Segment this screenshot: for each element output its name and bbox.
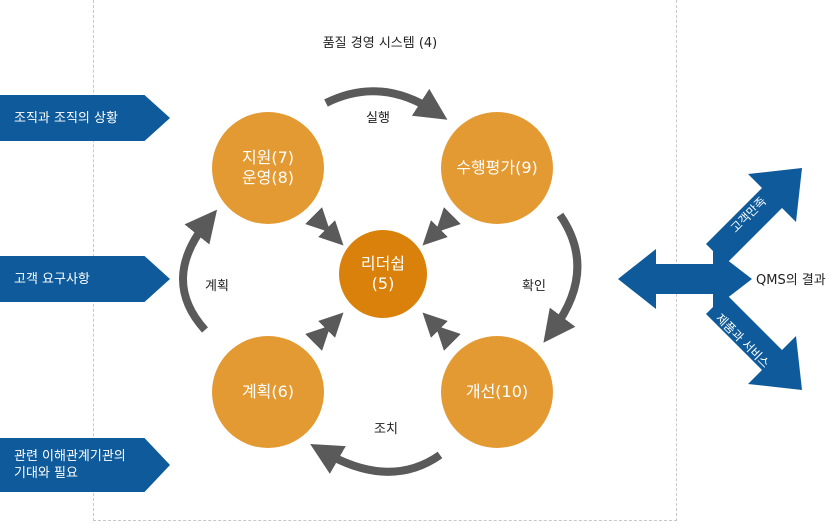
- node-leadership: 리더쉽 (5): [339, 230, 427, 318]
- link-evaluation-leadership: [422, 207, 461, 246]
- link-improvement-leadership: [422, 312, 461, 351]
- link-support-leadership: [305, 207, 344, 246]
- output-arrow-upper: [706, 168, 802, 264]
- diagram-title: 품질 경영 시스템 (4): [322, 36, 438, 51]
- cycle-arrow-bottom: [310, 444, 443, 476]
- input-customer-requirements: 고객 요구사항: [0, 256, 170, 302]
- output-arrow-lower: [706, 294, 802, 390]
- output-arrows: [618, 168, 802, 390]
- cycle-label-act: 조치: [374, 422, 398, 437]
- result-double-arrow: [618, 249, 752, 309]
- cycle-arrow-left: [179, 209, 218, 333]
- node-planning: 계획(6): [212, 336, 324, 448]
- cycle-label-do: 실행: [366, 111, 390, 126]
- input-stakeholder-needs: 관련 이해관계기관의 기대와 필요: [0, 438, 170, 492]
- node-improvement: 개선(10): [441, 336, 553, 448]
- node-performance-evaluation: 수행평가(9): [441, 112, 553, 224]
- cycle-label-check: 확인: [522, 279, 546, 294]
- qms-result-label: QMS의 결과: [756, 273, 826, 288]
- cycle-arrow-right: [543, 212, 582, 343]
- node-support-operation: 지원(7) 운영(8): [212, 112, 324, 224]
- input-organization-context: 조직과 조직의 상황: [0, 95, 170, 141]
- link-planning-leadership: [305, 312, 344, 351]
- cycle-label-plan: 계획: [205, 279, 229, 294]
- cycle-arrow-top: [324, 87, 448, 120]
